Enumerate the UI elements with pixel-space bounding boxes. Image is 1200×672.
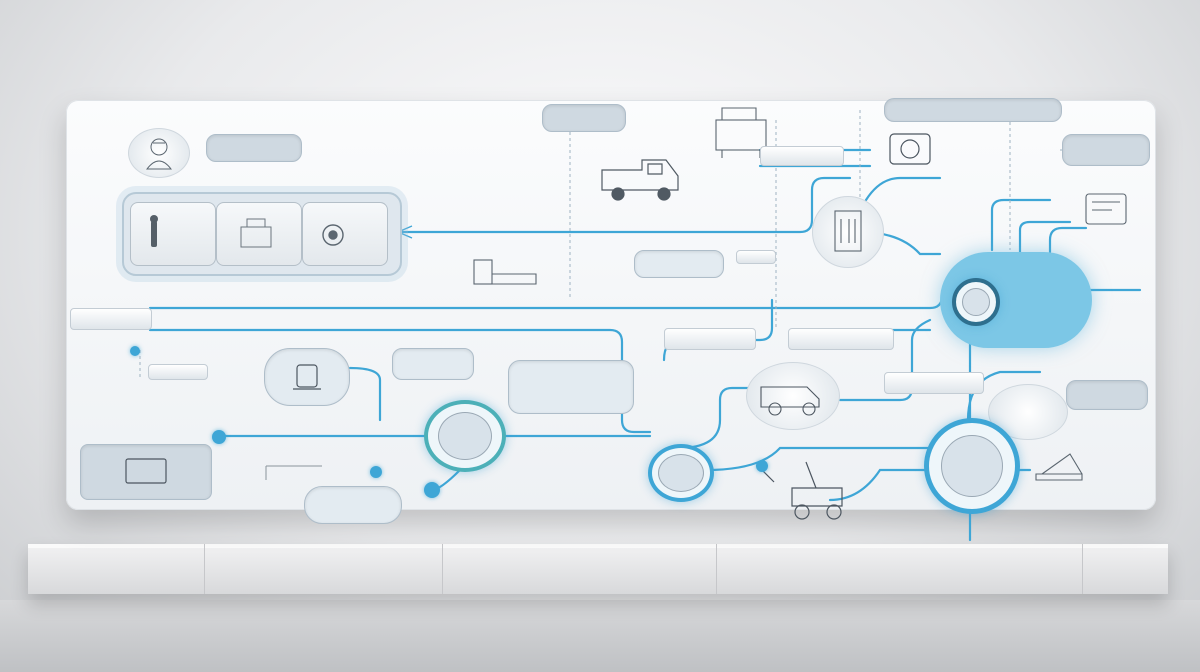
engine-sketch-icon: [889, 133, 931, 165]
node-dot: [212, 430, 226, 444]
gear-ring-icon: [952, 278, 1000, 326]
label-pill: [1066, 380, 1148, 410]
info-card: [80, 444, 212, 500]
truck-sketch-icon: [601, 159, 679, 201]
shelf-panel: [442, 544, 717, 594]
shelf-panel: [204, 544, 443, 594]
connector-line: [396, 176, 852, 234]
pipe-segment: [664, 328, 756, 350]
forklift-sketch-icon: [760, 386, 820, 416]
pipe-segment: [736, 250, 776, 264]
vehicle-bubble: [746, 362, 840, 430]
building-sketch-icon: [473, 259, 537, 285]
connector-line: [864, 176, 942, 202]
connector-line: [1018, 220, 1072, 262]
platform-sketch-icon: [1035, 453, 1083, 481]
tool-sketch-icon: [150, 215, 158, 247]
device-sketch-icon: [1085, 193, 1127, 225]
ring-inner: [941, 435, 1003, 497]
gear-ring-icon: [648, 444, 714, 502]
cabinet-sketch-icon: [834, 210, 862, 252]
label-pill: [634, 250, 724, 278]
shelf-panel: [716, 544, 1083, 594]
camera-sketch-icon: [322, 224, 344, 246]
forklift-sketch-icon: [759, 461, 843, 520]
label-pill: [1062, 134, 1150, 166]
pipe-segment: [884, 372, 984, 394]
pipe-segment: [148, 364, 208, 380]
label-pill: [884, 98, 1062, 122]
worker-sketch-bubble: [128, 128, 190, 178]
connector-line: [676, 386, 762, 450]
shelf-top-edge: [28, 544, 1168, 548]
machine-sketch-icon: [240, 218, 272, 248]
connector-line: [704, 446, 932, 472]
ring-inner: [438, 412, 492, 460]
bracket-sketch-icon: [265, 465, 322, 480]
robot-sketch-icon: [145, 138, 173, 170]
pipe-segment: [760, 146, 844, 166]
panel-card: [216, 202, 302, 266]
central-hub: [940, 252, 1092, 348]
connector-line: [148, 294, 944, 310]
monitor-sketch-icon: [125, 458, 167, 484]
panel-group: [122, 192, 402, 276]
node-dot: [424, 482, 440, 498]
info-card: [508, 360, 634, 414]
node-dot: [130, 346, 140, 356]
ring-inner: [962, 288, 990, 316]
node-dot: [370, 466, 382, 478]
label-pill: [392, 348, 474, 380]
node-dot: [756, 460, 768, 472]
floor: [0, 600, 1200, 672]
connector-line: [990, 198, 1052, 252]
machine-bubble: [812, 196, 884, 268]
panel-card: [130, 202, 216, 266]
label-pill: [206, 134, 302, 162]
connector-line: [348, 366, 382, 422]
panel-card: [302, 202, 388, 266]
connector-line: [828, 468, 942, 502]
shelf-panel: [28, 544, 205, 594]
gear-ring-icon: [424, 400, 506, 472]
pipe-segment: [70, 308, 152, 330]
connector-line: [1048, 226, 1088, 254]
display-shelf: [28, 544, 1168, 594]
pipe-segment: [788, 328, 894, 350]
label-pill: [542, 104, 626, 132]
ring-inner: [658, 454, 704, 492]
robot-sketch-icon: [293, 364, 321, 390]
robot-pill: [264, 348, 350, 406]
gear-ring-icon: [924, 418, 1020, 514]
machine-pill: [304, 486, 402, 524]
